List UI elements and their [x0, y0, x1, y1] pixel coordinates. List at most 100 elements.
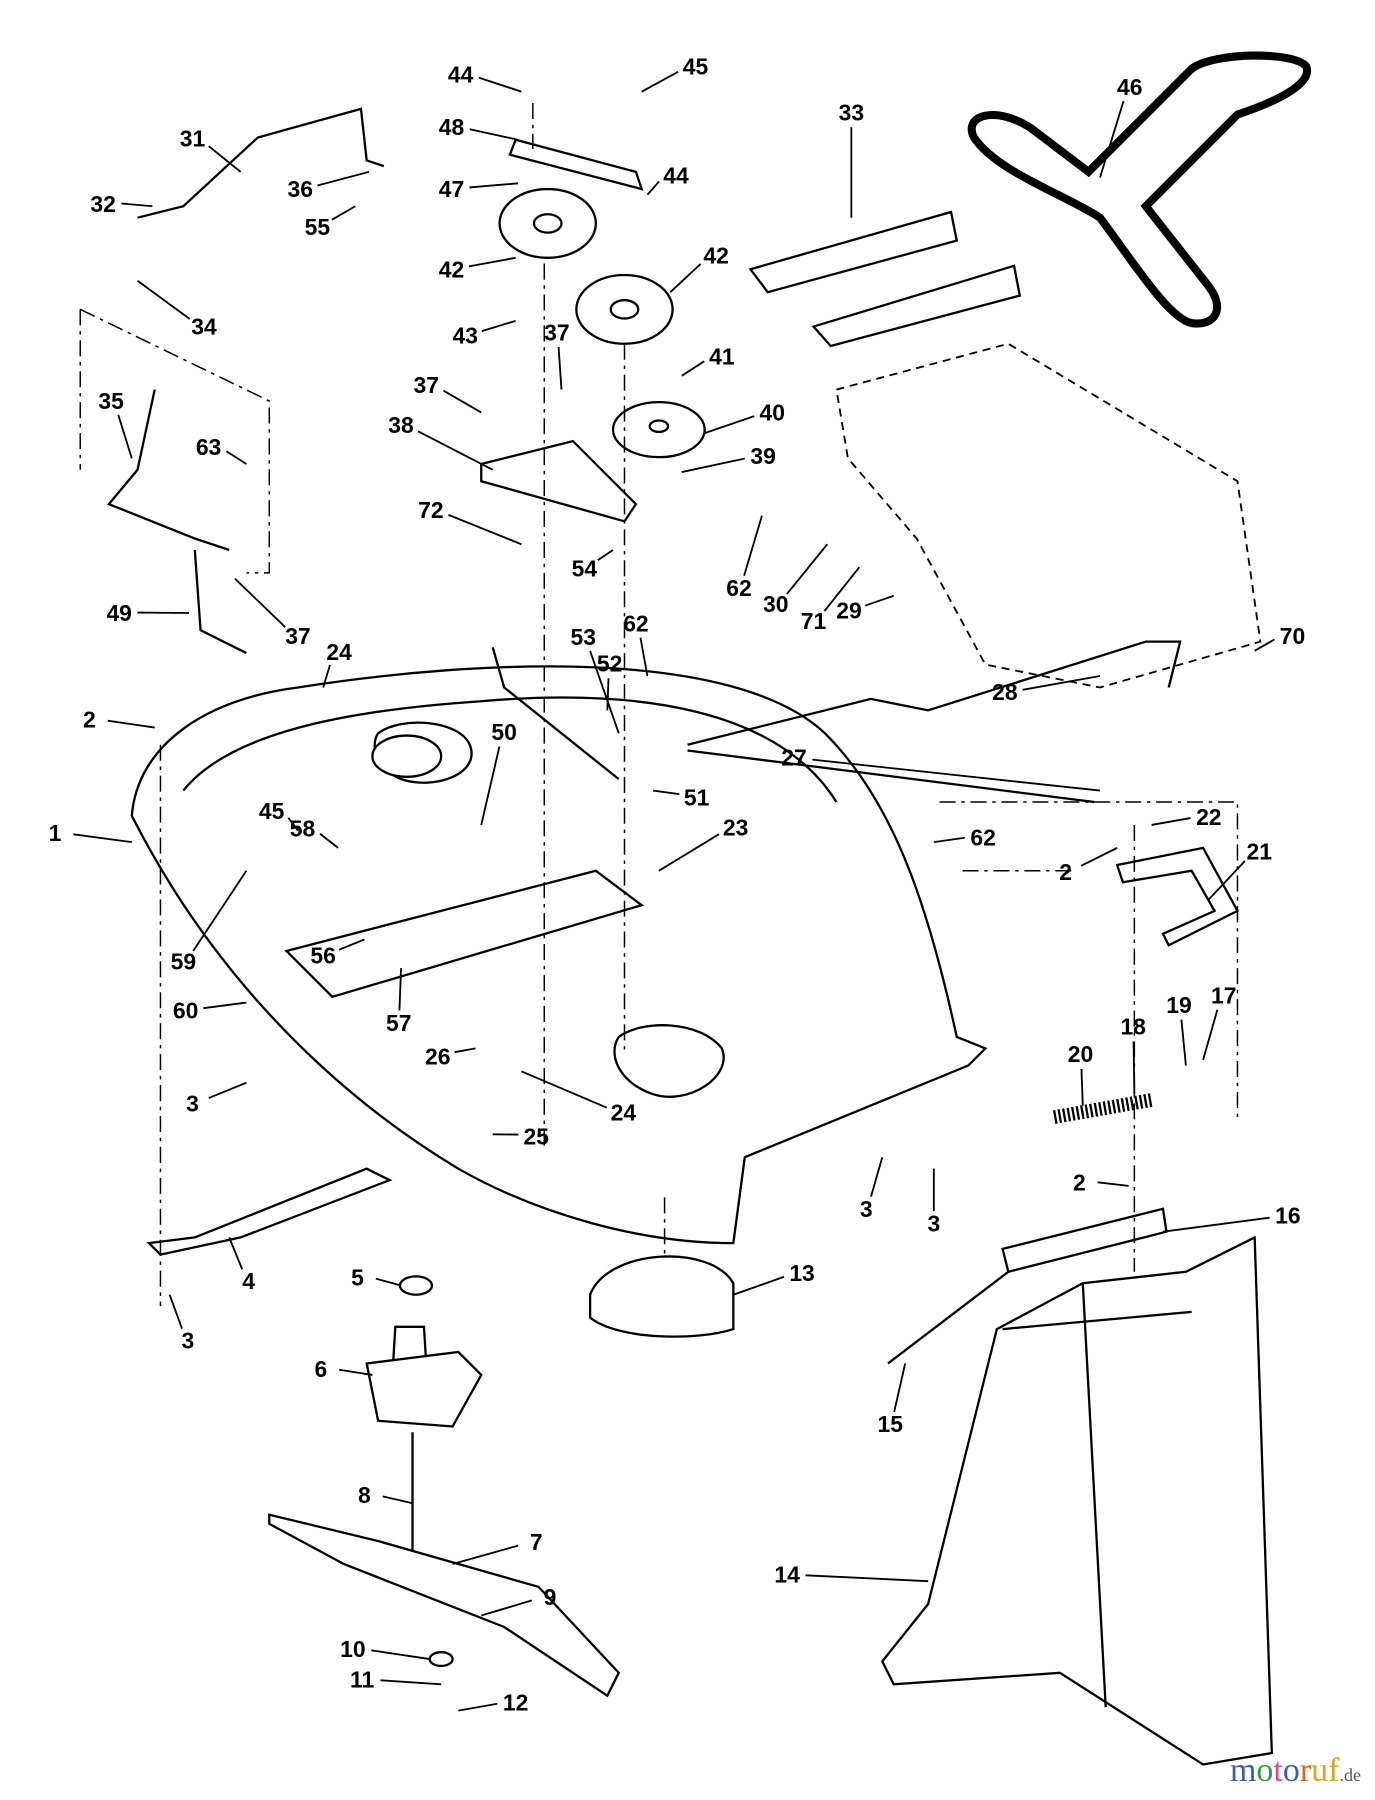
part-label-53: 53 [570, 624, 595, 650]
part-label-8: 8 [358, 1482, 371, 1508]
leader-line [1080, 847, 1118, 867]
watermark-logo: motoruf.de [1230, 1752, 1361, 1790]
leader-line [478, 76, 522, 93]
part-label-51: 51 [684, 784, 710, 810]
leader-line [480, 1599, 533, 1617]
leader-line [480, 746, 501, 826]
part-label-3: 3 [182, 1328, 195, 1354]
part-label-14: 14 [774, 1561, 800, 1587]
part-label-57: 57 [386, 1010, 411, 1036]
part-label-62: 62 [726, 575, 751, 601]
leader-line [468, 256, 516, 268]
part-label-37: 37 [414, 372, 439, 398]
leader-line [681, 360, 705, 377]
part-label-16: 16 [1275, 1203, 1300, 1229]
leader-line [225, 450, 247, 465]
part-label-13: 13 [789, 1260, 814, 1286]
part-label-56: 56 [310, 943, 335, 969]
watermark-letter: u [1311, 1752, 1329, 1789]
part-label-37: 37 [544, 319, 569, 345]
part-label-24: 24 [326, 639, 352, 665]
assembly-lines [79, 103, 1239, 1307]
drive-belt [967, 51, 1312, 328]
leader-line [339, 1368, 373, 1376]
idler-arm-bracket [480, 138, 644, 523]
leader-line [805, 1574, 929, 1583]
mower-deck [130, 665, 988, 1245]
pulleys [371, 187, 706, 778]
part-label-48: 48 [439, 114, 465, 140]
part-label-39: 39 [750, 443, 775, 469]
part-label-45: 45 [683, 53, 709, 79]
part-label-36: 36 [287, 176, 312, 202]
watermark-letter: f [1328, 1752, 1340, 1789]
leader-line [452, 1544, 519, 1565]
part-label-27: 27 [781, 744, 806, 770]
part-label-30: 30 [763, 591, 788, 617]
leader-line [1162, 1216, 1270, 1233]
part-label-49: 49 [106, 600, 131, 626]
leader-line [639, 637, 649, 677]
part-label-32: 32 [90, 191, 115, 217]
leader-line [398, 968, 402, 1011]
leader-line [653, 789, 680, 796]
part-label-4: 4 [242, 1268, 255, 1294]
part-label-41: 41 [709, 343, 735, 369]
part-label-59: 59 [171, 948, 196, 974]
watermark-suffix: .de [1339, 1765, 1362, 1785]
part-label-12: 12 [503, 1690, 528, 1716]
leader-line [228, 1237, 244, 1270]
part-label-71: 71 [801, 608, 827, 634]
part-label-23: 23 [723, 814, 748, 840]
leader-line [704, 415, 755, 434]
leader-line [317, 170, 370, 187]
leader-line [469, 128, 519, 141]
leader-line [1080, 1068, 1084, 1106]
part-label-3: 3 [186, 1090, 199, 1116]
part-label-10: 10 [340, 1636, 365, 1662]
leader-line [658, 833, 720, 872]
leader-line [117, 414, 133, 459]
part-label-25: 25 [524, 1124, 550, 1150]
part-label-34: 34 [191, 314, 217, 340]
leader-line [371, 1649, 430, 1660]
part-label-58: 58 [290, 815, 316, 841]
leader-line [589, 650, 620, 734]
part-label-50: 50 [491, 719, 516, 745]
leader-line [469, 182, 519, 189]
watermark-letter: m [1229, 1752, 1257, 1789]
leader-line [521, 1070, 608, 1109]
leader-line [73, 833, 132, 844]
part-label-42: 42 [439, 256, 464, 282]
part-label-1: 1 [49, 820, 62, 846]
leader-line [287, 817, 299, 832]
leader-line [743, 515, 763, 576]
leader-line [322, 664, 331, 688]
leader-line [870, 1156, 884, 1197]
part-label-3: 3 [860, 1196, 873, 1222]
leader-line [107, 719, 155, 729]
leader-line [812, 758, 1101, 792]
part-label-44: 44 [448, 61, 474, 87]
part-label-55: 55 [305, 214, 331, 240]
watermark-letter: r [1299, 1752, 1312, 1789]
part-label-29: 29 [836, 598, 861, 624]
part-label-2: 2 [1059, 859, 1072, 885]
part-label-3: 3 [927, 1211, 940, 1237]
leader-line [192, 870, 248, 952]
part-label-63: 63 [196, 434, 221, 460]
part-label-28: 28 [992, 679, 1018, 705]
leader-line [331, 205, 356, 221]
deck-hanger-brackets [748, 210, 1022, 348]
part-label-17: 17 [1211, 983, 1236, 1009]
spindle-and-blade [268, 1275, 621, 1698]
part-label-40: 40 [760, 399, 785, 425]
part-label-47: 47 [439, 176, 464, 202]
leader-line [1132, 1041, 1136, 1095]
leader-line [557, 347, 563, 390]
leader-line [168, 1294, 183, 1329]
part-label-5: 5 [351, 1265, 364, 1291]
part-label-46: 46 [1117, 74, 1142, 100]
